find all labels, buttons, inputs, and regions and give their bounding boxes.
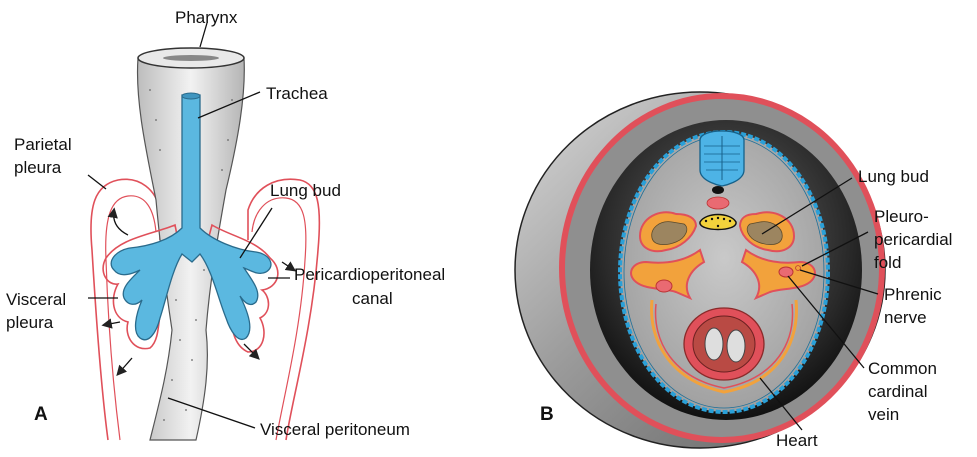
label-visceral-peritoneum: Visceral peritoneum <box>260 420 410 439</box>
trachea-top <box>182 93 200 99</box>
aorta <box>707 197 729 209</box>
label-pericardio-2: canal <box>352 289 393 308</box>
panel-b-drawing <box>515 92 885 448</box>
label-cardinal-2: cardinal <box>868 382 928 401</box>
arrow-left-bottom <box>118 358 132 374</box>
label-pleuro-3: fold <box>874 253 901 272</box>
label-cardinal-3: vein <box>868 405 899 424</box>
right-cardinal-vein <box>779 267 793 277</box>
label-visceral-1: Visceral <box>6 290 66 309</box>
label-parietal-2: pleura <box>14 158 62 177</box>
label-trachea: Trachea <box>266 84 328 103</box>
notochord <box>712 186 724 194</box>
label-phrenic-2: nerve <box>884 308 927 327</box>
panel-letter-a: A <box>34 404 48 425</box>
label-heart: Heart <box>776 431 818 450</box>
label-pleuro-2: pericardial <box>874 230 952 249</box>
label-pleuro-1: Pleuro- <box>874 207 929 226</box>
panel-letter-b: B <box>540 404 554 425</box>
pharynx-lumen <box>163 55 219 61</box>
label-lung-bud-b: Lung bud <box>858 167 929 186</box>
label-pharynx: Pharynx <box>175 8 238 27</box>
label-visceral-2: pleura <box>6 313 54 332</box>
arrow-right-upper <box>282 262 294 270</box>
heart-lumen-right <box>727 330 745 362</box>
label-parietal-1: Parietal <box>14 135 72 154</box>
arrow-left-lower <box>104 322 120 325</box>
heart-lumen-left <box>705 328 723 360</box>
label-pericardio-1: Pericardioperitoneal <box>294 265 445 284</box>
leader-parietal <box>88 175 106 189</box>
left-cardinal-vein <box>656 280 672 292</box>
arrow-parietal <box>114 210 128 235</box>
phrenic-nerve-dot <box>796 266 801 271</box>
label-cardinal-1: Common <box>868 359 937 378</box>
heart-wall <box>693 316 755 372</box>
label-lung-bud-a: Lung bud <box>270 181 341 200</box>
label-phrenic-1: Phrenic <box>884 285 942 304</box>
